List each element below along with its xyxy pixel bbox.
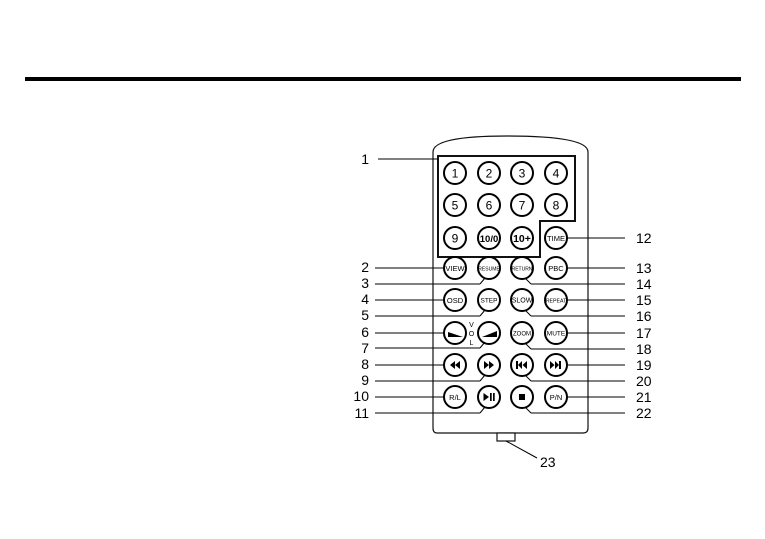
svg-text:L: L bbox=[470, 340, 474, 347]
callout-12: 12 bbox=[636, 230, 652, 246]
svg-text:O: O bbox=[469, 331, 475, 338]
svg-text:TIME: TIME bbox=[547, 234, 565, 243]
time-button[interactable]: TIME bbox=[544, 226, 568, 250]
svg-text:R/L: R/L bbox=[449, 393, 461, 402]
number-key-9[interactable]: 9 bbox=[443, 226, 467, 250]
svg-text:ZOOM: ZOOM bbox=[513, 332, 531, 338]
view-button[interactable]: VIEW bbox=[443, 256, 467, 280]
ir-window bbox=[496, 432, 516, 442]
svg-text:MUTE: MUTE bbox=[547, 331, 566, 338]
callout-5: 5 bbox=[361, 307, 369, 323]
keypad-frame bbox=[437, 155, 576, 258]
svg-text:8: 8 bbox=[553, 199, 560, 213]
svg-text:VIEW: VIEW bbox=[445, 264, 465, 273]
slow-button[interactable]: SLOW bbox=[510, 288, 534, 312]
svg-text:V: V bbox=[469, 322, 474, 329]
stop-button[interactable] bbox=[510, 385, 534, 409]
number-key-5[interactable]: 5 bbox=[443, 193, 467, 217]
callout-14: 14 bbox=[636, 276, 652, 292]
return-button[interactable]: RETURN bbox=[510, 256, 534, 280]
svg-text:REPEAT: REPEAT bbox=[546, 299, 567, 305]
resume-button[interactable]: RESUME bbox=[477, 256, 501, 280]
volume-down-button[interactable] bbox=[443, 321, 467, 345]
number-key-10-plus[interactable]: 10+ bbox=[510, 226, 534, 250]
callout-1: 1 bbox=[361, 151, 369, 167]
callout-19: 19 bbox=[636, 357, 652, 373]
svg-text:OSD: OSD bbox=[447, 296, 464, 305]
callout-13: 13 bbox=[636, 260, 652, 276]
play-pause-icon bbox=[483, 393, 495, 401]
callout-11: 11 bbox=[354, 405, 369, 421]
callout-23: 23 bbox=[540, 454, 556, 470]
number-key-10-0[interactable]: 10/0 bbox=[477, 226, 501, 250]
svg-text:PBC: PBC bbox=[548, 264, 564, 273]
svg-text:STEP: STEP bbox=[481, 298, 498, 305]
volume-up-button[interactable] bbox=[477, 321, 501, 345]
fast-reverse-icon bbox=[450, 361, 460, 369]
svg-text:RESUME: RESUME bbox=[478, 267, 500, 273]
callout-7: 7 bbox=[361, 340, 369, 356]
callout-8: 8 bbox=[361, 356, 369, 372]
icon-keys bbox=[443, 321, 568, 409]
callout-2: 2 bbox=[361, 259, 369, 275]
callout-21: 21 bbox=[636, 389, 652, 405]
number-keys: 1 2 3 4 5 6 7 8 9 10/0 10+ bbox=[443, 161, 568, 250]
callout-16: 16 bbox=[636, 308, 652, 324]
volume-down-icon bbox=[448, 332, 463, 337]
callout-20: 20 bbox=[636, 373, 652, 389]
svg-text:1: 1 bbox=[452, 167, 459, 181]
svg-text:10+: 10+ bbox=[513, 233, 531, 245]
repeat-button[interactable]: REPEAT bbox=[544, 288, 568, 312]
number-key-4[interactable]: 4 bbox=[544, 161, 568, 185]
number-key-2[interactable]: 2 bbox=[477, 161, 501, 185]
svg-text:7: 7 bbox=[519, 199, 526, 213]
svg-text:2: 2 bbox=[486, 167, 493, 181]
leader-lines bbox=[375, 158, 625, 459]
number-key-6[interactable]: 6 bbox=[477, 193, 501, 217]
zoom-button[interactable]: ZOOM bbox=[510, 321, 534, 345]
stop-icon bbox=[519, 394, 525, 400]
rl-button[interactable]: R/L bbox=[443, 385, 467, 409]
svg-text:3: 3 bbox=[519, 167, 526, 181]
skip-previous-icon bbox=[516, 361, 527, 369]
pbc-button[interactable]: PBC bbox=[544, 256, 568, 280]
svg-text:SLOW: SLOW bbox=[512, 298, 533, 305]
callout-4: 4 bbox=[361, 291, 369, 307]
vol-label: V O L bbox=[469, 322, 475, 347]
previous-button[interactable] bbox=[510, 353, 534, 377]
number-key-3[interactable]: 3 bbox=[510, 161, 534, 185]
volume-up-icon bbox=[482, 331, 497, 337]
pn-button[interactable]: P/N bbox=[544, 385, 568, 409]
callout-9: 9 bbox=[361, 372, 369, 388]
callout-numbers: 1 2 3 4 5 6 7 8 9 10 11 12 13 14 15 16 1… bbox=[353, 151, 651, 470]
number-key-7[interactable]: 7 bbox=[510, 193, 534, 217]
callout-6: 6 bbox=[361, 324, 369, 340]
svg-text:RETURN: RETURN bbox=[512, 267, 533, 273]
callout-15: 15 bbox=[636, 292, 652, 308]
svg-text:P/N: P/N bbox=[550, 393, 563, 402]
svg-text:6: 6 bbox=[486, 199, 493, 213]
header-rule bbox=[25, 77, 741, 81]
play-pause-button[interactable] bbox=[477, 385, 501, 409]
svg-text:4: 4 bbox=[553, 167, 560, 181]
fast-reverse-button[interactable] bbox=[443, 353, 467, 377]
svg-text:9: 9 bbox=[452, 232, 459, 246]
osd-button[interactable]: OSD bbox=[443, 288, 467, 312]
svg-text:5: 5 bbox=[452, 199, 459, 213]
step-button[interactable]: STEP bbox=[477, 288, 501, 312]
fast-forward-button[interactable] bbox=[477, 353, 501, 377]
callout-10: 10 bbox=[353, 388, 369, 404]
number-key-1[interactable]: 1 bbox=[443, 161, 467, 185]
number-key-8[interactable]: 8 bbox=[544, 193, 568, 217]
callout-3: 3 bbox=[361, 275, 369, 291]
skip-next-icon bbox=[550, 361, 561, 369]
next-button[interactable] bbox=[544, 353, 568, 377]
callout-22: 22 bbox=[636, 405, 652, 421]
fast-forward-icon bbox=[484, 361, 494, 369]
callout-18: 18 bbox=[636, 341, 652, 357]
svg-text:10/0: 10/0 bbox=[480, 234, 499, 245]
callout-17: 17 bbox=[636, 325, 652, 341]
mute-button[interactable]: MUTE bbox=[544, 321, 568, 345]
